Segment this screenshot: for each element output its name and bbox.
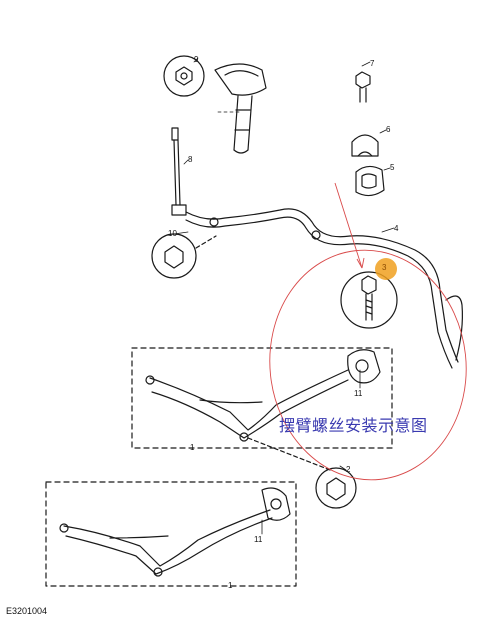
- leader-lines: [173, 57, 395, 535]
- bolt-7: [355, 71, 371, 103]
- callout-11-upper: 11: [354, 389, 363, 398]
- bushing-6: [351, 134, 379, 157]
- callout-6: 6: [386, 125, 391, 134]
- figure-id: E3201004: [6, 606, 48, 616]
- bushing-11-upper: [347, 349, 381, 384]
- clamp-5: [355, 165, 385, 197]
- callout-7: 7: [370, 59, 375, 68]
- detail-circle-10: [151, 233, 217, 279]
- callout-2: 2: [346, 465, 351, 474]
- callout-11-lower: 11: [254, 535, 263, 544]
- caption-text: 摆臂螺丝安装示意图: [279, 416, 428, 435]
- control-arm-upper: [131, 347, 393, 471]
- stabilizer-bar: [185, 208, 463, 369]
- red-circle-annotation: [269, 249, 467, 481]
- red-annotations: [269, 182, 467, 481]
- detail-circle-9: [163, 55, 205, 97]
- highlight-marker: [375, 258, 397, 280]
- strut-assembly: [214, 63, 267, 154]
- detail-circle-2: [315, 467, 357, 509]
- callout-1-lower: 1: [228, 581, 233, 590]
- callout-4: 4: [394, 224, 399, 233]
- red-arrow-annotation: [334, 182, 363, 269]
- callout-3: 3: [382, 263, 387, 272]
- callout-8: 8: [188, 155, 193, 164]
- callout-10: 10: [168, 229, 177, 238]
- callout-1-upper: 1: [190, 443, 195, 452]
- callout-9: 9: [194, 55, 199, 64]
- drop-link-8: [171, 127, 187, 216]
- callout-5: 5: [390, 163, 395, 172]
- detail-circle-3: [340, 271, 398, 329]
- control-arm-lower: [45, 481, 297, 587]
